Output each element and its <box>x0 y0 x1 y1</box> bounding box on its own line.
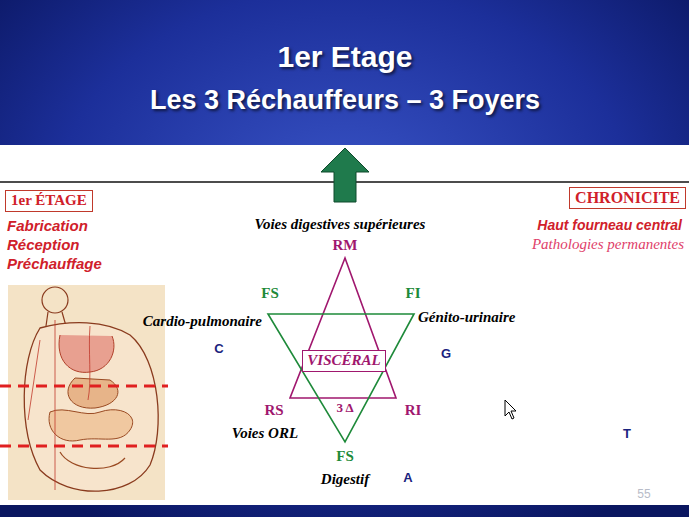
role-label: Préchauffage <box>7 255 102 272</box>
letter-marker: G <box>441 347 451 362</box>
role-label: Réception <box>7 236 80 253</box>
node-text: VISCÉRAL <box>307 352 380 369</box>
foyer-code: FS <box>336 448 354 465</box>
chronicity-box: CHRONICITE <box>569 187 686 209</box>
letter-marker: C <box>214 342 223 357</box>
heater-code: RI <box>405 402 422 419</box>
chronicity-note: Pathologies permanentes <box>532 236 684 253</box>
triangle-count: 3 Δ <box>336 401 353 416</box>
node-text: CHRONICITE <box>575 189 680 207</box>
zone-label: Cardio-pulmonaire <box>143 313 262 330</box>
zone-label: Digestif <box>321 471 369 488</box>
node-text: 1er ÉTAGE <box>11 192 87 209</box>
letter-marker: T <box>623 427 631 442</box>
zone-label: Génito-urinaire <box>418 309 516 326</box>
up-arrow <box>321 148 369 202</box>
green-triangle <box>268 314 414 442</box>
foyer-code: FS <box>261 285 279 302</box>
slide-subtitle: Les 3 Réchauffeurs – 3 Foyers <box>150 85 540 116</box>
slide-title: 1er Etage <box>277 40 412 75</box>
heater-code: RM <box>333 237 358 254</box>
letter-marker: A <box>403 471 412 486</box>
zone-label: Voies ORL <box>232 425 298 442</box>
zone-label: Voies digestives supérieures <box>255 216 426 233</box>
dashed-divider <box>0 445 168 448</box>
role-label: Fabrication <box>7 217 88 234</box>
stage-box: 1er ÉTAGE <box>5 190 93 211</box>
chronicity-note: Haut fourneau central <box>537 217 682 233</box>
foyer-code: FI <box>406 285 421 302</box>
body-illustration <box>8 285 165 500</box>
heater-code: RS <box>264 402 283 419</box>
visceral-box: VISCÉRAL <box>302 350 385 371</box>
slide-number: 55 <box>637 488 650 502</box>
dashed-divider <box>0 385 168 388</box>
mouse-cursor <box>505 400 516 419</box>
white-panel <box>0 145 689 505</box>
